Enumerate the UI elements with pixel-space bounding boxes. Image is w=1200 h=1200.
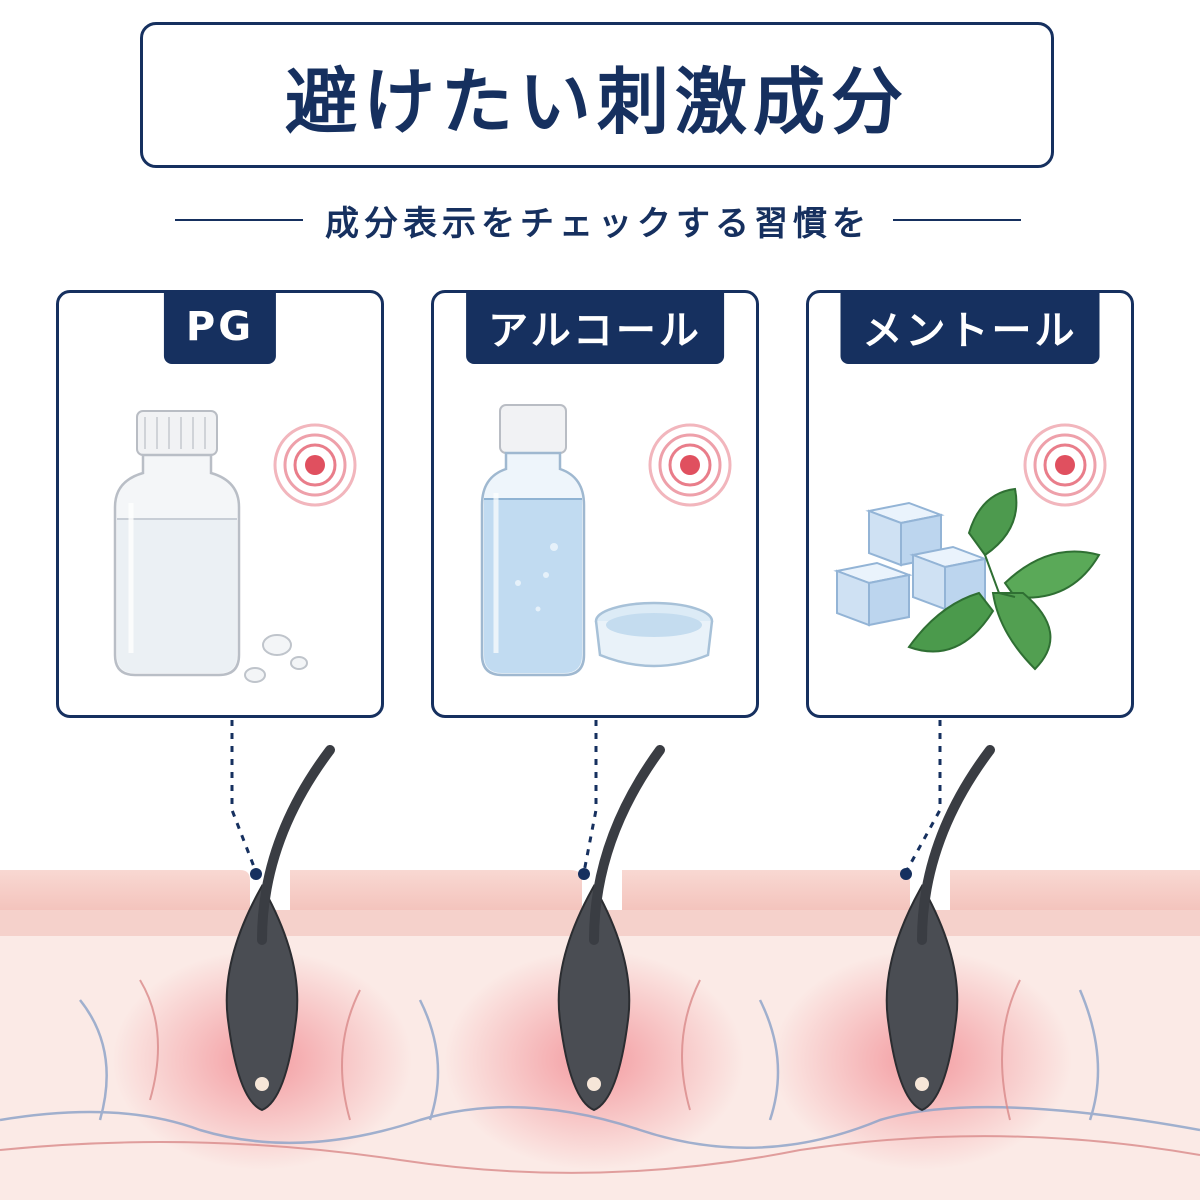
hair-follicle-3 (885, 745, 995, 1112)
card-label-pg: PG (163, 293, 277, 364)
clear-liquid-bottle-icon (113, 410, 357, 683)
ingredient-card-menthol: メントール (806, 290, 1134, 718)
ice-cube-icon (833, 501, 989, 627)
ice-mint-icon (833, 423, 1107, 671)
title-box: 避けたい刺激成分 (140, 22, 1054, 168)
page-title: 避けたい刺激成分 (284, 59, 909, 144)
ingredient-card-pg: PG (56, 290, 384, 718)
card-label-alcohol: アルコール (466, 293, 724, 364)
mint-leaf-icon (907, 487, 1101, 671)
card-label-menthol: メントール (840, 293, 1100, 364)
ingredient-card-alcohol: アルコール (431, 290, 759, 718)
irritation-icon (648, 423, 732, 507)
hair-follicle-1 (225, 745, 335, 1112)
subtitle: 成分表示をチェックする習慣を (325, 203, 871, 244)
subtitle-row: 成分表示をチェックする習慣を (128, 190, 1068, 250)
subtitle-divider-right (893, 219, 1021, 221)
subtitle-divider-left (175, 219, 303, 221)
scalp-cross-section (0, 720, 1200, 1200)
hair-follicle-2 (557, 745, 665, 1112)
irritation-icon (273, 423, 357, 507)
alcohol-bottle-icon (480, 404, 732, 677)
irritation-icon (1023, 423, 1107, 507)
